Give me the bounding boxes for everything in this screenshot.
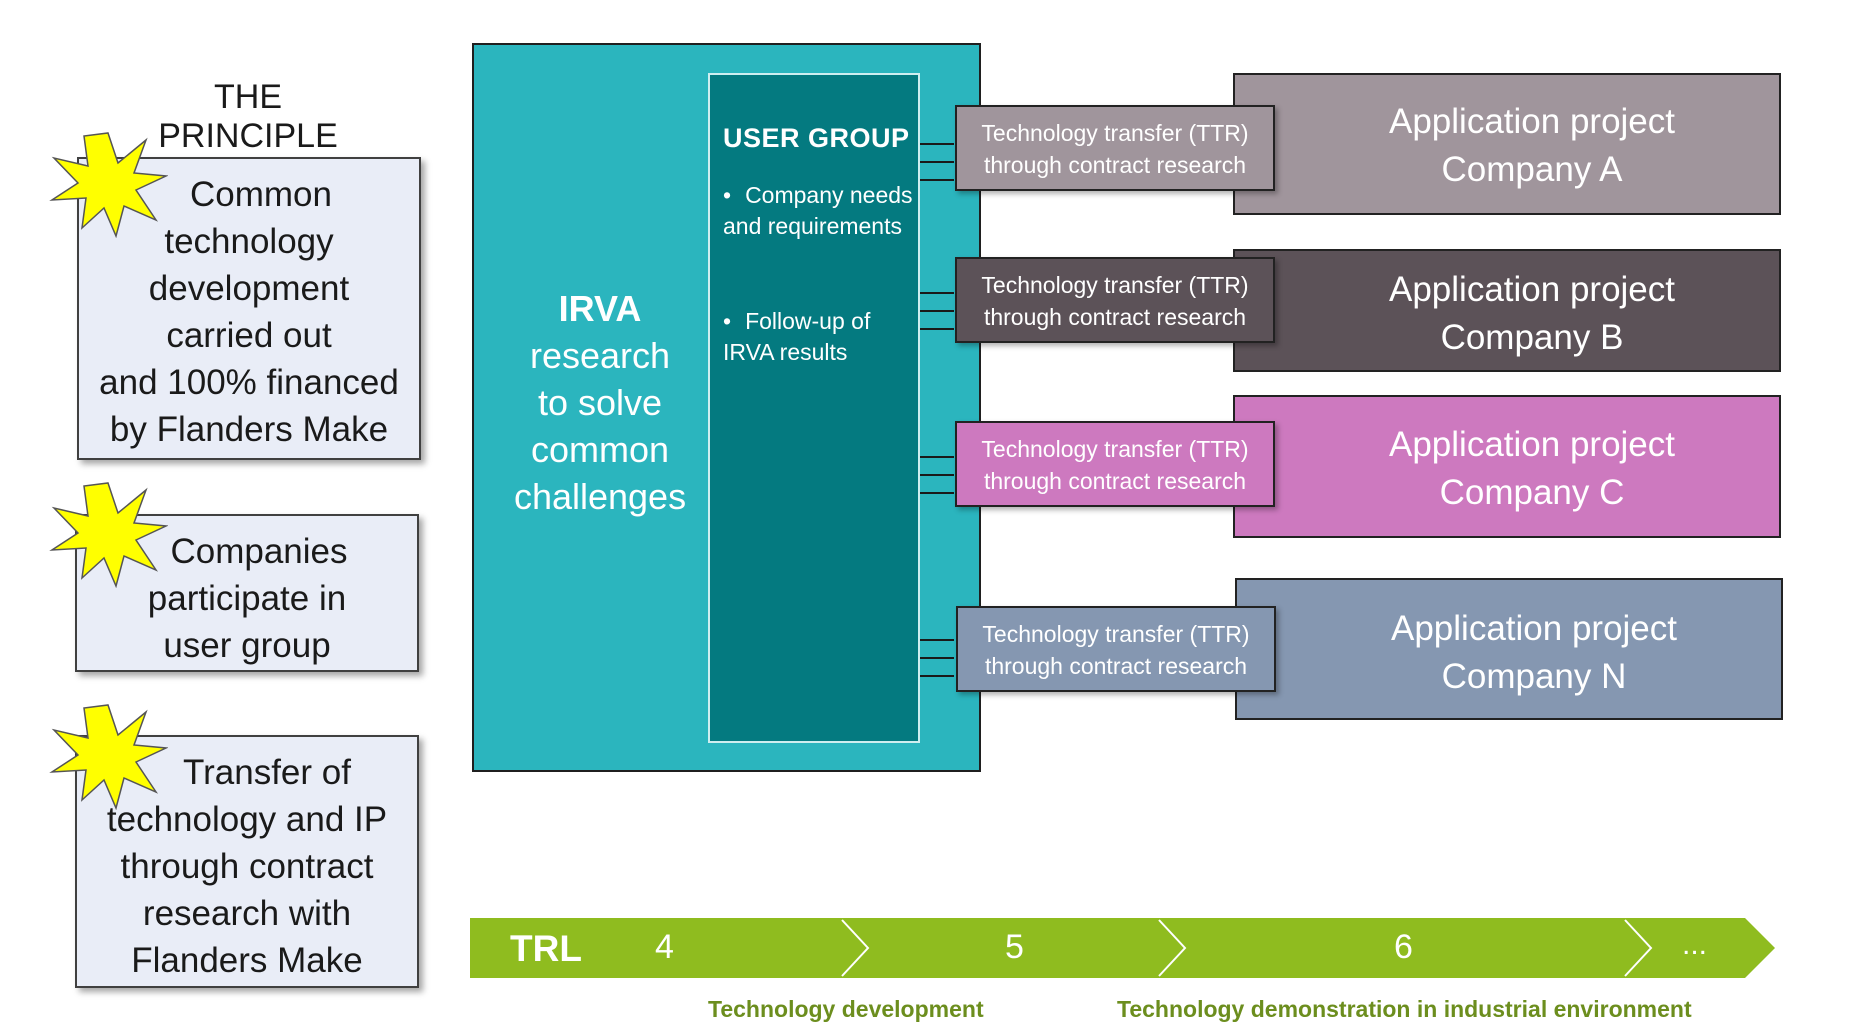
- app-line: Application project: [1391, 609, 1677, 648]
- app-line: Application project: [1389, 102, 1675, 141]
- phase-label-demonstration: Technology demonstration in industrial e…: [1117, 996, 1692, 1022]
- principle-line: through contract: [120, 847, 374, 886]
- app-line: Company B: [1440, 318, 1624, 357]
- principle-line: Flanders Make: [131, 941, 363, 980]
- starburst-icon: [49, 482, 168, 588]
- trl-label: TRL: [510, 928, 582, 969]
- ttr-line: Technology transfer (TTR): [981, 120, 1249, 146]
- irva-line: IRVA: [558, 288, 642, 329]
- app-line: Company C: [1439, 473, 1625, 512]
- ttr-box-company-c: Technology transfer (TTR) through contra…: [955, 421, 1275, 507]
- principle-line: participate in: [147, 579, 347, 618]
- trl-bar: [470, 918, 1775, 978]
- ttr-line: through contract research: [983, 304, 1247, 330]
- ttr-line: Technology transfer (TTR): [981, 272, 1249, 298]
- ttr-box-company-b: Technology transfer (TTR) through contra…: [955, 257, 1275, 343]
- principle-line: user group: [163, 626, 331, 665]
- trl-level: ...: [1682, 928, 1708, 961]
- principle-line: carried out: [166, 316, 332, 355]
- application-project-company-b: Application project Company B: [1233, 249, 1781, 372]
- trl-level: 6: [1394, 928, 1413, 966]
- trl-level: 5: [1005, 928, 1024, 966]
- page-title: THE PRINCIPLE: [158, 78, 338, 155]
- ttr-line: through contract research: [984, 653, 1248, 679]
- trl-level: 4: [655, 928, 674, 966]
- irva-line: to solve: [537, 382, 663, 423]
- principle-line: technology: [164, 222, 334, 261]
- phase-label-development: Technology development: [708, 996, 984, 1022]
- irva-line: common: [530, 429, 670, 470]
- principle-box-transfer: Transfer of technology and IP through co…: [75, 735, 419, 988]
- irva-label: IRVA research to solve common challenges: [500, 285, 700, 520]
- bullet-text: Company needs and requirements: [723, 182, 913, 239]
- principle-line: Common: [190, 175, 332, 214]
- ttr-line: through contract research: [983, 152, 1247, 178]
- starburst-icon: [49, 704, 168, 810]
- irva-line: research: [529, 335, 671, 376]
- ttr-line: through contract research: [983, 468, 1247, 494]
- app-line: Application project: [1389, 425, 1675, 464]
- principle-line: Transfer of: [183, 753, 351, 792]
- starburst-icon: [49, 132, 168, 238]
- user-group-bullet: •Company needs and requirements: [723, 182, 913, 239]
- principle-line: by Flanders Make: [109, 410, 389, 449]
- bullet-text: Follow-up of IRVA results: [723, 308, 871, 365]
- principle-line: development: [148, 269, 350, 308]
- principle-line: and 100% financed: [99, 363, 399, 402]
- principle-line: Companies: [170, 532, 348, 571]
- ttr-box-company-a: Technology transfer (TTR) through contra…: [955, 105, 1275, 191]
- ttr-box-company-n: Technology transfer (TTR) through contra…: [956, 606, 1276, 692]
- app-line: Application project: [1389, 270, 1675, 309]
- irva-line: challenges: [513, 476, 687, 517]
- app-line: Company A: [1441, 150, 1623, 189]
- user-group-box: [708, 73, 920, 743]
- user-group-title: USER GROUP: [723, 123, 910, 153]
- principle-line: research with: [142, 894, 352, 933]
- ttr-line: Technology transfer (TTR): [982, 621, 1250, 647]
- user-group-bullet: •Follow-up of IRVA results: [723, 308, 871, 365]
- application-project-company-a: Application project Company A: [1233, 73, 1781, 215]
- application-project-company-n: Application project Company N: [1235, 578, 1783, 720]
- principle-line: technology and IP: [106, 800, 388, 839]
- ttr-line: Technology transfer (TTR): [981, 436, 1249, 462]
- app-line: Company N: [1441, 657, 1627, 696]
- application-project-company-c: Application project Company C: [1233, 395, 1781, 538]
